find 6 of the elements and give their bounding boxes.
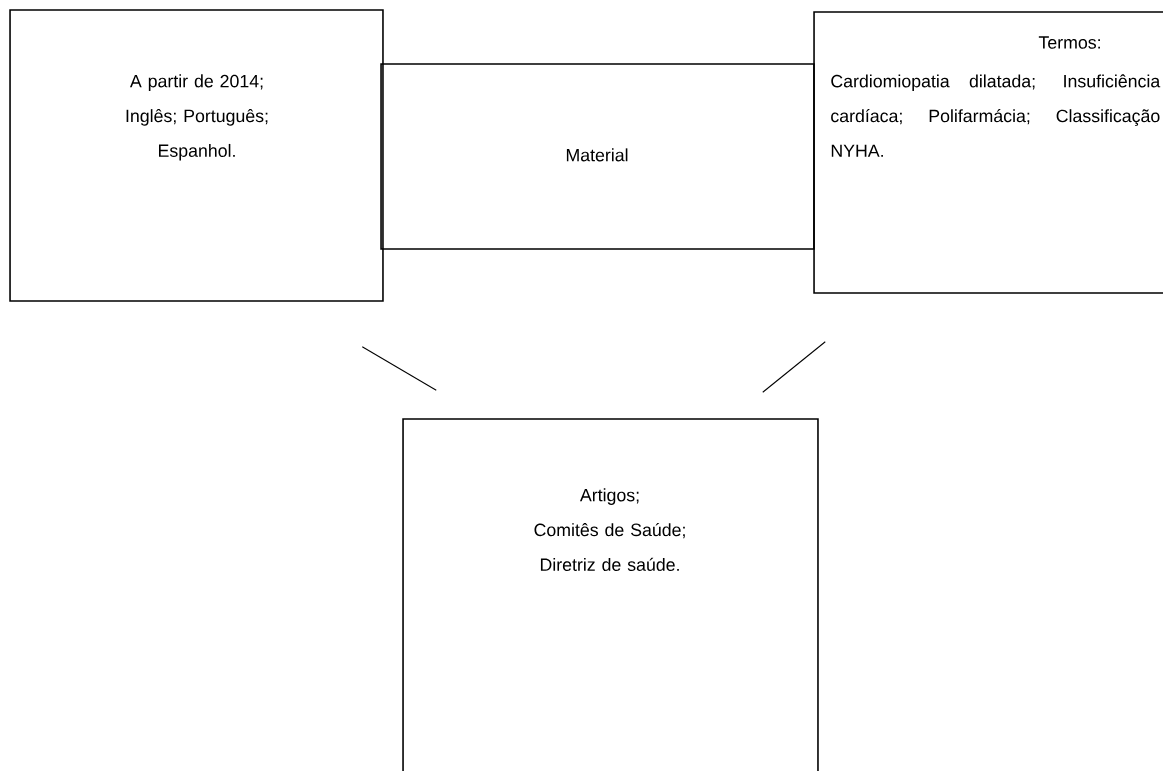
text-box: Material: [380, 63, 815, 250]
text-box: Termos: Cardiomiopatia dilatada; Insuficiência cardíaca; Polifarmácia; Classificação NYHA.: [813, 11, 1163, 294]
text-box: A partir de 2014; Inglês; Português; Espanhol.: [9, 9, 384, 302]
text-box: Artigos; Comitês de Saúde; Diretriz de saúde.: [402, 418, 819, 771]
connector-line: [762, 341, 826, 393]
connector-line: [361, 346, 437, 391]
